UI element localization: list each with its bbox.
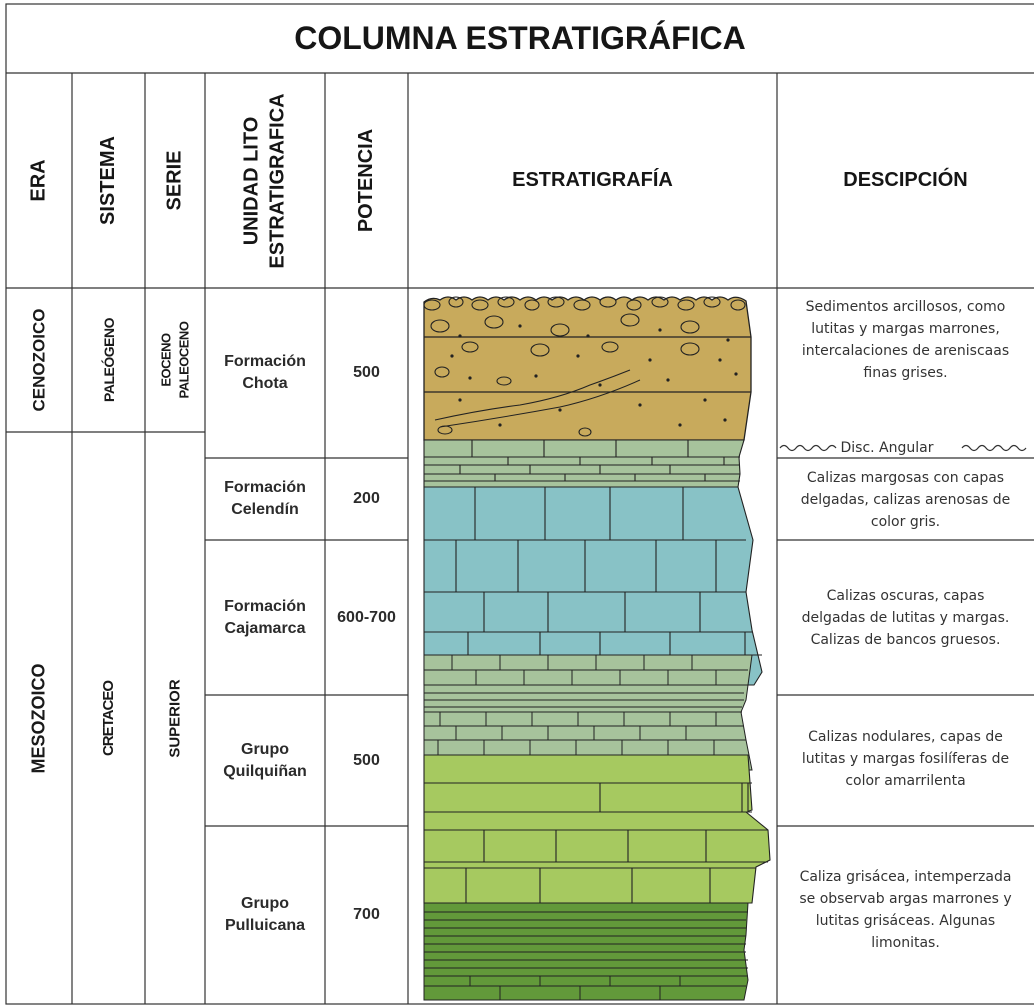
potencia-pulluicana: 700 — [353, 906, 380, 923]
sistema-paleogeno: PALEÓGENO — [100, 318, 117, 402]
description-celendin: Calizas margosas con capas delgadas, cal… — [800, 470, 1011, 530]
unconformity-right-wave — [961, 444, 1027, 452]
serie-eoceno-paleoceno: EOCENO PALEOCENO — [158, 321, 192, 399]
layer-cajamarca-limestone — [423, 486, 763, 686]
sistema-cretaceo: CRETACEO — [100, 680, 117, 756]
layer-chota-conglomerate — [423, 296, 752, 441]
potencia-cajamarca: 600-700 — [337, 608, 396, 626]
description-chota: Sedimentos arcillosos, como lutitas y ma… — [801, 299, 1010, 381]
header-descripcion: DESCIPCIÓN — [843, 169, 968, 191]
unconformity-label: Disc. Angular — [840, 440, 934, 456]
header-unidad: UNIDAD LITO ESTRATIGRAFICA — [241, 92, 289, 269]
header-potencia: POTENCIA — [355, 128, 377, 233]
header-estratigrafia: ESTRATIGRAFÍA — [512, 169, 673, 191]
layer-quilquinan-limestone — [423, 754, 771, 904]
potencia-celendin: 200 — [353, 490, 380, 507]
header-era: ERA — [27, 159, 50, 202]
description-pulluicana: Caliza grisácea, intemperzada se observa… — [799, 869, 1012, 951]
header-sistema: SISTEMA — [97, 136, 119, 225]
potencia-quilquinan: 500 — [353, 751, 380, 769]
description-cajamarca: Calizas oscuras, capas delgadas de lutit… — [801, 588, 1010, 648]
era-mesozoico: MESOZOICO — [28, 662, 49, 774]
serie-superior: SUPERIOR — [166, 678, 184, 758]
layer-pulluicana-limestone — [423, 902, 749, 1001]
potencia-chota: 500 — [353, 364, 380, 381]
description-quilquinan: Calizas nodulares, capas de lutitas y ma… — [801, 729, 1010, 789]
layer-cajamarca-marl — [423, 654, 753, 771]
page-title: COLUMNA ESTRATIGRÁFICA — [294, 20, 746, 56]
unconformity-left-wave — [779, 444, 837, 452]
header-serie: SERIE — [163, 150, 186, 211]
layer-celendin-marl — [423, 439, 745, 488]
era-cenozoico: CENOZOICO — [29, 308, 49, 412]
